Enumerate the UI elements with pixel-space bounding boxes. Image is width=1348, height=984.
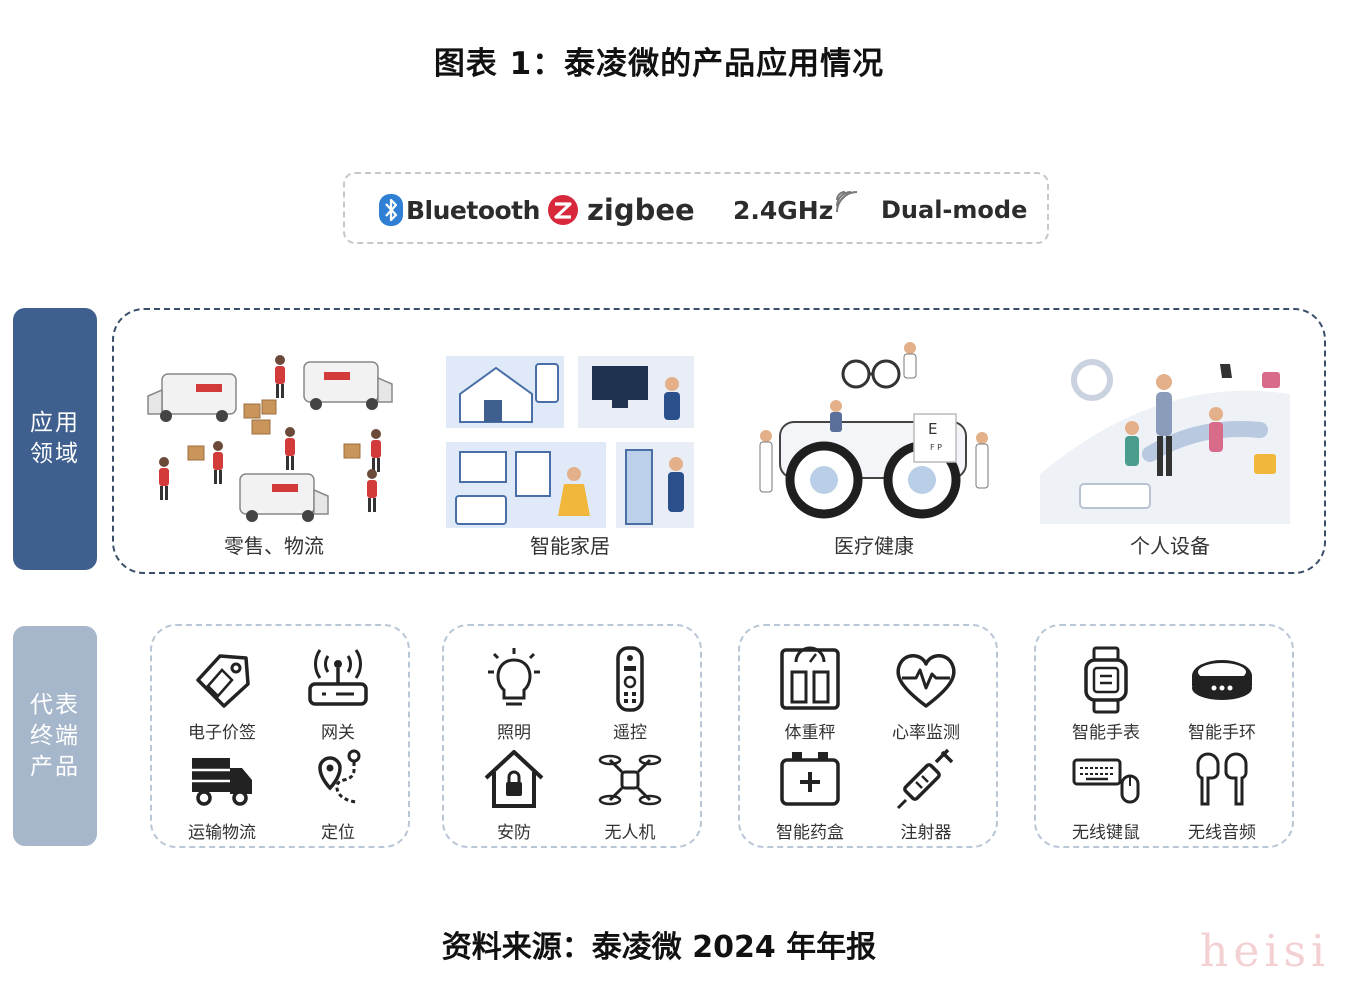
tv-icon <box>592 366 648 400</box>
device-group-retail: 电子价签 网关 运输物流 定位 <box>150 624 410 848</box>
device-group-healthcare: 体重秤 心率监测 智能药盒 注射器 <box>738 624 998 848</box>
zigbee-logo: zigbee <box>547 192 695 228</box>
application-domains-panel: 零售、物流 智能家居 <box>112 308 1326 574</box>
device-label: 照明 <box>497 723 531 743</box>
smartwatch-icon <box>1084 646 1128 714</box>
router-icon <box>308 649 368 706</box>
person-icon <box>1156 374 1172 390</box>
door-icon <box>625 449 653 525</box>
device-label: 无线键鼠 <box>1072 823 1140 843</box>
zigbee-text: zigbee <box>587 193 695 227</box>
ghz-text: 2.4GHz <box>733 195 834 225</box>
device-label: 智能药盒 <box>776 823 844 843</box>
person-icon <box>665 377 679 391</box>
device-group-personal: 智能手表 智能手环 无线键鼠 无线音频 <box>1034 624 1294 848</box>
domain-label-retail: 零售、物流 <box>224 534 324 558</box>
phone-icon <box>535 363 559 403</box>
dual-mode-text: Dual-mode <box>881 196 1028 224</box>
device-drone: 无人机 <box>570 740 690 844</box>
remote-control-icon <box>616 646 644 712</box>
heart-rate-icon <box>896 654 956 708</box>
syringe-icon <box>896 748 954 810</box>
device-security: 安防 <box>454 740 574 844</box>
device-label: 无线音频 <box>1188 823 1256 843</box>
parcel-box-icon <box>187 399 361 461</box>
device-lighting: 照明 <box>454 640 574 744</box>
svg-text:F P: F P <box>930 443 942 452</box>
watermark: heisi <box>1200 926 1331 977</box>
device-label: 心率监测 <box>892 723 960 743</box>
price-tag-icon <box>196 654 250 708</box>
device-label: 定位 <box>321 823 355 843</box>
device-label: 运输物流 <box>188 823 256 843</box>
application-fields-label: 应用领域 <box>13 308 97 570</box>
delivery-van-icon <box>147 373 237 422</box>
earbuds-icon <box>1196 752 1248 806</box>
glasses-icon <box>841 359 871 389</box>
bluetooth-logo: Bluetooth <box>379 192 540 228</box>
card-icon <box>1079 483 1151 509</box>
device-label: 网关 <box>321 723 355 743</box>
zigbee-icon <box>548 195 578 225</box>
retail-logistics-illustration <box>144 334 404 534</box>
device-group-smart-home: 照明 遥控 安防 无人机 <box>442 624 702 848</box>
domain-label-healthcare: 医疗健康 <box>834 534 914 558</box>
medicine-box-icon <box>780 752 840 806</box>
device-injector: 注射器 <box>866 740 986 844</box>
bluetooth-icon <box>379 194 403 226</box>
courier-person-icon <box>159 355 381 512</box>
device-label: 遥控 <box>613 723 647 743</box>
domain-label-personal: 个人设备 <box>1130 534 1210 558</box>
figure-title: 图表 1：泰凌微的产品应用情况 <box>433 46 885 82</box>
device-smartwatch: 智能手表 <box>1046 640 1166 744</box>
device-label: 注射器 <box>900 823 952 843</box>
device-label: 智能手表 <box>1072 723 1140 743</box>
source-note: 资料来源：泰凌微 2024 年年报 <box>441 930 877 965</box>
tablet-icon <box>455 495 507 525</box>
doctor-icon <box>830 400 842 412</box>
ghz-logo: 2.4GHz <box>733 191 859 228</box>
weight-scale-icon <box>780 646 840 710</box>
device-remote: 遥控 <box>570 640 690 744</box>
shopping-bag-icon <box>1254 454 1276 474</box>
device-wireless-audio: 无线音频 <box>1162 740 1282 844</box>
representative-products-label: 代表终端产品 <box>13 626 97 846</box>
house-lock-icon <box>484 750 544 808</box>
device-esl: 电子价签 <box>162 640 282 744</box>
drone-icon <box>598 754 662 806</box>
device-heart-rate: 心率监测 <box>866 640 986 744</box>
device-label: 智能手环 <box>1188 723 1256 743</box>
smart-band-icon <box>1192 660 1252 700</box>
device-gateway: 网关 <box>278 640 398 744</box>
device-label: 电子价签 <box>188 723 256 743</box>
device-positioning: 定位 <box>278 740 398 844</box>
dual-mode-logo: Dual-mode <box>881 192 1027 228</box>
device-label: 体重秤 <box>784 723 836 743</box>
signal-wave-icon <box>836 191 858 213</box>
light-bulb-icon <box>488 648 540 706</box>
smart-home-illustration <box>440 334 700 534</box>
bluetooth-text: Bluetooth <box>406 195 540 225</box>
device-label: 安防 <box>497 823 531 843</box>
truck-icon <box>192 758 252 806</box>
location-pin-icon <box>318 749 361 804</box>
device-keyboard-mouse: 无线键鼠 <box>1046 740 1166 844</box>
device-scale: 体重秤 <box>750 640 870 744</box>
device-logistics: 运输物流 <box>162 740 282 844</box>
personal-devices-illustration <box>1040 334 1300 534</box>
keyboard-mouse-icon <box>1072 758 1140 804</box>
eye-chart-icon <box>913 413 957 463</box>
healthcare-illustration: E F P <box>744 334 1004 534</box>
device-smartband: 智能手环 <box>1162 640 1282 744</box>
device-pillbox: 智能药盒 <box>750 740 870 844</box>
gear-icon <box>1071 359 1113 401</box>
delivery-van-icon <box>303 361 393 410</box>
domain-label-smart-home: 智能家居 <box>530 534 610 558</box>
svg-text:E: E <box>928 420 937 438</box>
device-label: 无人机 <box>604 823 656 843</box>
delivery-van-icon <box>239 473 329 522</box>
protocol-strip: Bluetooth zigbee 2.4GHz Dual-mode <box>343 172 1049 244</box>
